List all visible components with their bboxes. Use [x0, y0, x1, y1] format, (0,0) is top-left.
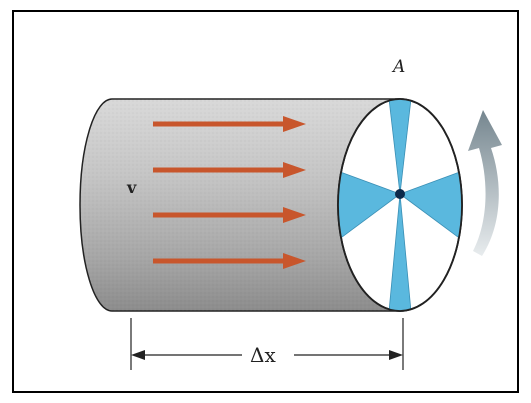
velocity-arrow-3	[153, 207, 306, 223]
velocity-label: v	[126, 178, 137, 197]
rotation-arrow-icon	[468, 110, 502, 256]
velocity-arrow-1	[153, 116, 306, 132]
blade-1	[389, 98, 411, 194]
blade-2	[389, 194, 411, 312]
cylinder	[79, 98, 401, 312]
length-dimension: Δx	[130, 318, 404, 370]
area-label: A	[391, 57, 405, 77]
velocity-arrows	[153, 116, 306, 269]
velocity-arrow-4	[153, 253, 306, 269]
paddle-wheel-disc	[337, 98, 463, 312]
paddle-blades	[337, 98, 463, 312]
length-label: Δx	[250, 343, 276, 367]
axle-dot	[395, 189, 405, 199]
velocity-arrow-2	[153, 162, 306, 178]
